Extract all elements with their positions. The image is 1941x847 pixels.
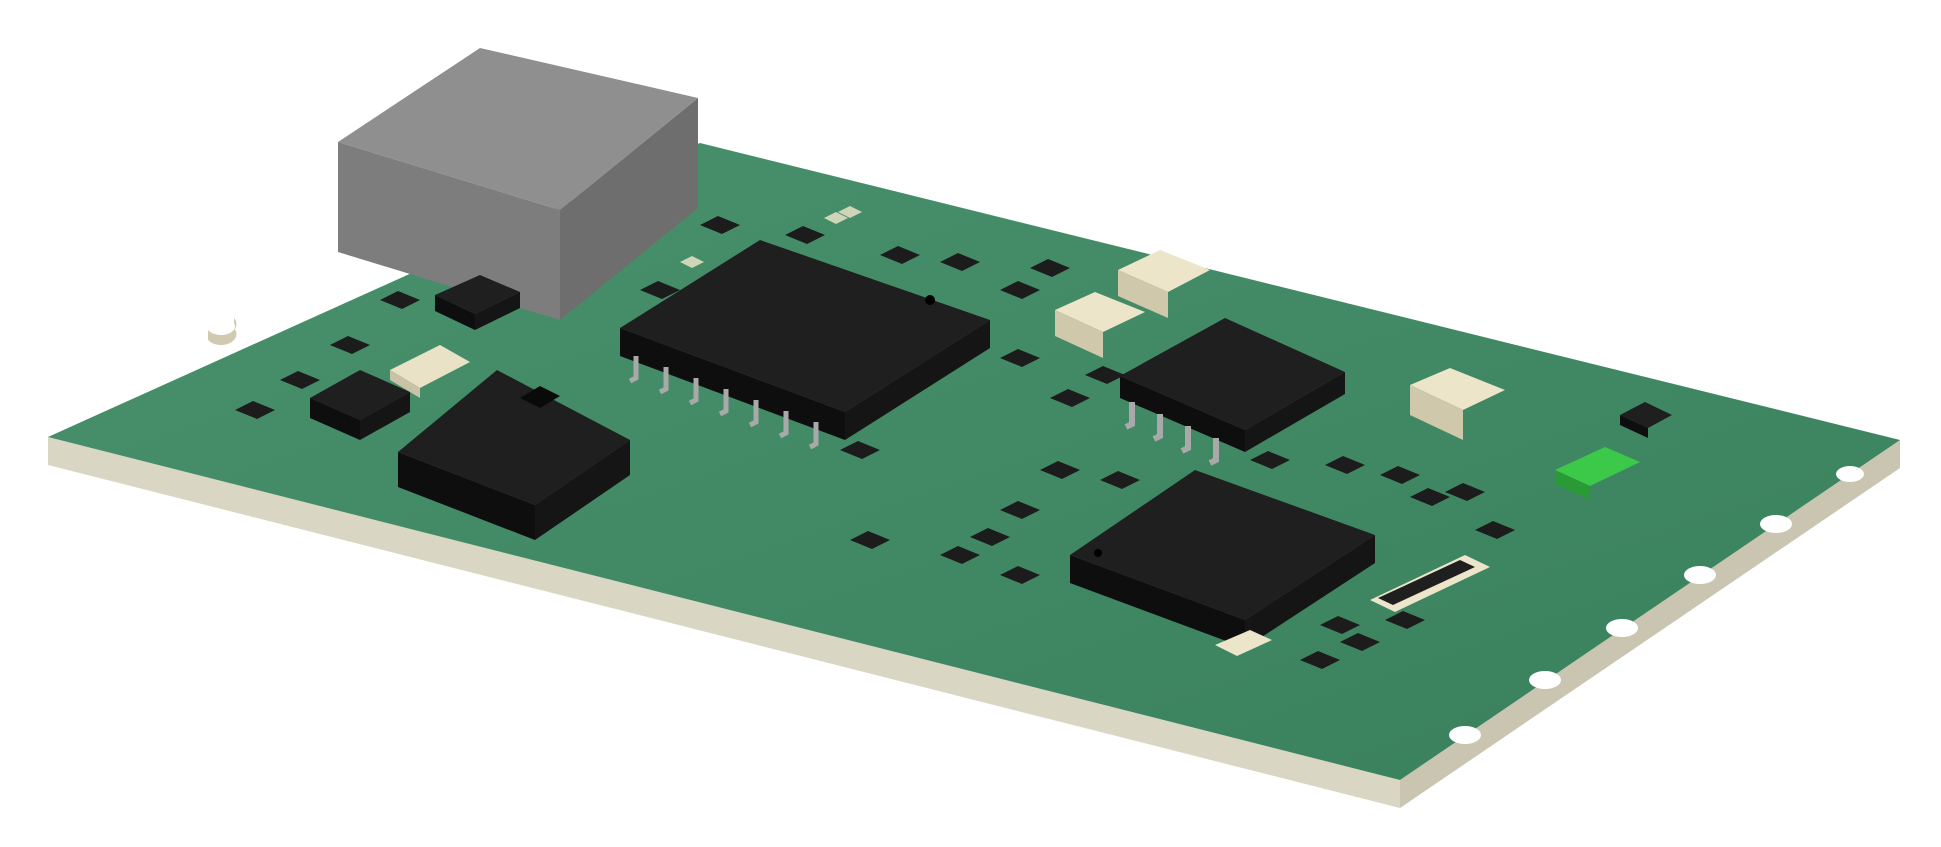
soic-leads [628, 356, 819, 450]
chip-side [310, 398, 360, 440]
castellated-pads-left [104, 318, 237, 403]
chip-capacitor-icon [1055, 292, 1145, 358]
chip-resistor-icon [1445, 483, 1485, 501]
chip-resistor-icon [1000, 281, 1040, 299]
castellated-pad [1760, 515, 1792, 533]
chip-side [1245, 372, 1345, 452]
chip-resistor-icon [640, 281, 680, 299]
chip-side [1070, 555, 1245, 648]
shield-front [338, 142, 560, 320]
chip-resistor-icon [1100, 471, 1140, 489]
chip-resistor-icon [1320, 616, 1360, 634]
chip-side [398, 452, 535, 540]
chip-resistor-icon [380, 291, 420, 309]
chip-resistor-icon [1325, 456, 1365, 474]
chip-side [845, 320, 990, 440]
chip-resistor-icon [1085, 366, 1125, 384]
chip-capacitor-icon [1410, 368, 1505, 440]
soic-16-chip-icon [620, 240, 990, 450]
chip-resistor-icon [940, 546, 980, 564]
passive-pads [680, 206, 862, 268]
castellated-pad [104, 387, 132, 403]
chip-top [620, 240, 990, 412]
shield-top [338, 48, 698, 210]
chip-top [1120, 318, 1345, 430]
qfn-chip-icon [1070, 470, 1375, 648]
chip-resistor-icon [785, 226, 825, 244]
chip-resistor-icon [970, 528, 1010, 546]
chip-resistor-icon [1040, 461, 1080, 479]
castellated-pad [208, 318, 237, 346]
chip-resistor-icon [1410, 488, 1450, 506]
crystal-top [390, 345, 470, 388]
chip-capacitor-icon [1215, 630, 1272, 656]
castellated-pad [207, 318, 235, 334]
fpc-connector-icon [1370, 555, 1490, 612]
castellated-pad [1684, 566, 1716, 584]
chip-resistor-icon [1475, 521, 1515, 539]
chip-resistor-icon [1385, 611, 1425, 629]
chip-side [620, 328, 845, 440]
castellated-pad [1449, 726, 1481, 744]
sensor-port [520, 386, 560, 408]
chip-side [435, 295, 475, 330]
chip-top [1070, 470, 1375, 620]
chip-resistor-icon [1300, 651, 1340, 669]
chip-top [310, 370, 410, 420]
castellated-pad [1529, 671, 1561, 689]
chip-resistor-icon [330, 336, 370, 354]
pin1-dot [1094, 549, 1102, 557]
chip-resistor-icon [1030, 259, 1070, 277]
chip-side [535, 440, 630, 540]
chip-capacitor-icon [1118, 250, 1210, 318]
chip-resistor-group [235, 216, 1515, 669]
chip-side [1245, 535, 1375, 648]
tssop-chip-icon [1120, 318, 1345, 466]
tssop-leads [1124, 402, 1219, 466]
chip-side [1120, 376, 1245, 452]
pcb-board [48, 143, 1900, 808]
led-icon [1555, 447, 1640, 500]
chip-resistor-icon [235, 401, 275, 419]
castellated-pads-right [1449, 466, 1864, 744]
chip-resistor-icon [1380, 466, 1420, 484]
chip-side [475, 292, 520, 330]
chip-resistor-icon [1000, 566, 1040, 584]
chip-resistor-icon [850, 531, 890, 549]
sot-package-icon [310, 370, 410, 440]
sensor-package-icon [398, 370, 630, 540]
chip-side [360, 392, 410, 440]
board-left-edge [48, 437, 1400, 808]
chip-resistor-icon [280, 371, 320, 389]
crystal-side [390, 370, 420, 398]
chip-resistor-icon [1340, 633, 1380, 651]
chip-resistor-icon [1000, 501, 1040, 519]
chip-resistor-icon [700, 216, 740, 234]
chip-top [398, 370, 630, 505]
chip-top [435, 275, 520, 314]
castellated-pad [1606, 619, 1638, 637]
chip-resistor-icon [840, 441, 880, 459]
rf-shield-can-icon [338, 48, 698, 320]
chip-resistor-icon [1050, 389, 1090, 407]
pin1-dot [925, 295, 935, 305]
castellated-pad [1836, 466, 1864, 482]
chip-resistor-icon [1250, 451, 1290, 469]
chip-resistor-icon [880, 246, 920, 264]
shield-right [560, 98, 698, 320]
sot-package-icon [435, 275, 520, 330]
diode-icon [1620, 402, 1672, 438]
chip-resistor-icon [940, 253, 980, 271]
crystal-icon [390, 345, 470, 398]
chip-resistor-icon [1000, 349, 1040, 367]
